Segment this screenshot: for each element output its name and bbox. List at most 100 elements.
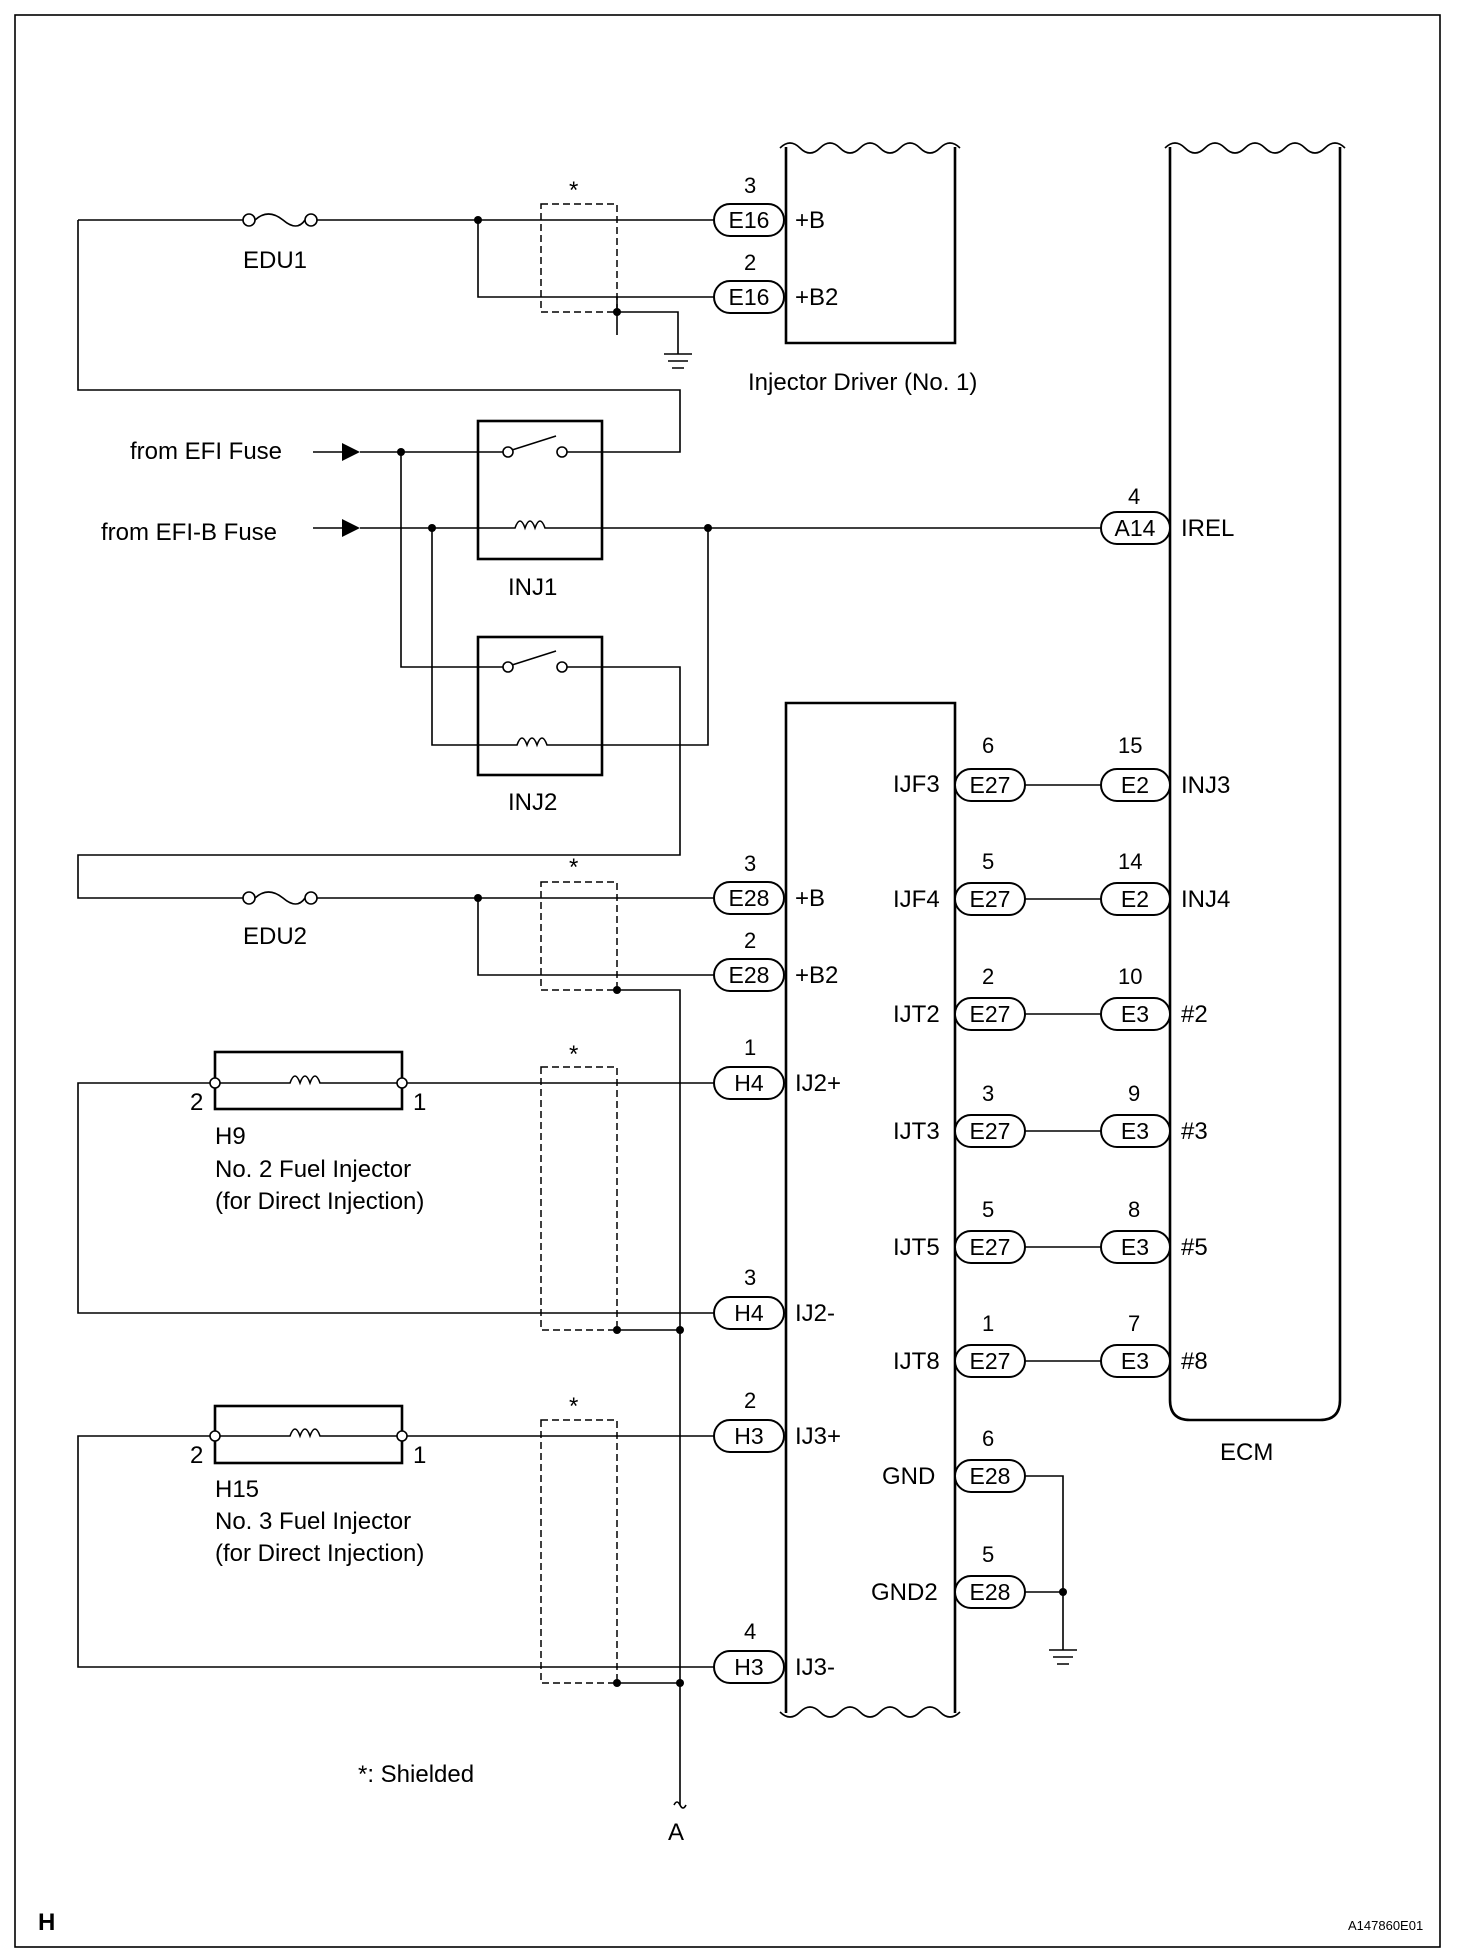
edu2-fuse-label: EDU2: [243, 923, 307, 950]
svg-text:E16: E16: [729, 284, 770, 310]
shielded-wire-h15: [540, 1419, 618, 1684]
svg-text:IJF3: IJF3: [893, 771, 940, 798]
svg-text:+B2: +B2: [795, 962, 838, 989]
wire-break-symbol: [673, 1801, 687, 1809]
svg-text:E27: E27: [970, 1348, 1011, 1374]
connector-e16-pin3: 3 E16 +B: [713, 173, 825, 237]
svg-text:E27: E27: [970, 886, 1011, 912]
gnd-wiring: [1025, 1475, 1064, 1650]
junction-dot: [704, 524, 712, 532]
svg-text:4: 4: [1128, 484, 1140, 509]
edu2-fuse: [242, 891, 318, 905]
svg-text:E27: E27: [970, 772, 1011, 798]
connector-e28-pin3: 3 E28 +B: [713, 851, 825, 915]
injector-driver-2-box: [779, 701, 961, 1718]
svg-text:IJ3-: IJ3-: [795, 1654, 835, 1681]
svg-text:E27: E27: [970, 1234, 1011, 1260]
connector-h3-pin2: 2 H3 IJ3+: [713, 1388, 841, 1453]
svg-text:IJT2: IJT2: [893, 1001, 940, 1028]
injector-h15-name: No. 3 Fuel Injector: [215, 1508, 411, 1535]
svg-text:INJ4: INJ4: [1181, 886, 1230, 913]
svg-text:IJT5: IJT5: [893, 1234, 940, 1261]
h9-wiring: [77, 1082, 714, 1331]
svg-text:GND2: GND2: [871, 1579, 938, 1606]
svg-text:E2: E2: [1121, 886, 1149, 912]
svg-text:5: 5: [982, 1542, 994, 1567]
connector-e16-pin2: 2 E16 +B2: [713, 250, 838, 314]
svg-text:GND: GND: [882, 1463, 935, 1490]
injector-h9-name: No. 2 Fuel Injector: [215, 1156, 411, 1183]
svg-text:E27: E27: [970, 1001, 1011, 1027]
efi-fuse-label: from EFI Fuse: [130, 438, 282, 465]
row-ijt5-5: IJT5 5 E27 8 E3 #5: [893, 1197, 1208, 1264]
junction-dot: [428, 524, 436, 532]
svg-text:IJT8: IJT8: [893, 1348, 940, 1375]
edu1-fuse-label: EDU1: [243, 247, 307, 274]
svg-text:#5: #5: [1181, 1234, 1208, 1261]
svg-text:5: 5: [982, 1197, 994, 1222]
injector-h15-note: (for Direct Injection): [215, 1540, 424, 1567]
svg-text:3: 3: [982, 1081, 994, 1106]
junction-dot: [474, 894, 482, 902]
injector-h15-pin-right: 1: [413, 1442, 426, 1469]
junction-dot: [676, 1326, 684, 1334]
svg-text:INJ3: INJ3: [1181, 772, 1230, 799]
svg-text:+B: +B: [795, 885, 825, 912]
junction-dot: [613, 1326, 621, 1334]
junction-dot: [613, 1679, 621, 1687]
row-gnd: GND 6 E28: [882, 1426, 1026, 1493]
connector-h3-pin4: 4 H3 IJ3-: [713, 1619, 835, 1684]
svg-text:#3: #3: [1181, 1118, 1208, 1145]
row-gnd2: GND2 5 E28: [871, 1542, 1026, 1609]
injector-driver-1-box: [779, 142, 961, 345]
injector-h15-code: H15: [215, 1476, 259, 1503]
svg-text:8: 8: [1128, 1197, 1140, 1222]
svg-text:1: 1: [744, 1035, 756, 1060]
svg-text:3: 3: [744, 851, 756, 876]
svg-text:E3: E3: [1121, 1118, 1149, 1144]
svg-text:IJ2+: IJ2+: [795, 1070, 841, 1097]
row-ijt8-8: IJT8 1 E27 7 E3 #8: [893, 1311, 1208, 1378]
svg-text:A14: A14: [1115, 515, 1156, 541]
shield-mark: *: [569, 177, 578, 204]
inj1-relay-label: INJ1: [508, 574, 557, 601]
shielded-wire-edu2: [540, 881, 618, 991]
svg-text:H4: H4: [734, 1070, 764, 1096]
svg-text:9: 9: [1128, 1081, 1140, 1106]
injector-h9-pin-right: 1: [413, 1089, 426, 1116]
shield-mark: *: [569, 1041, 578, 1068]
junction-dot: [676, 1679, 684, 1687]
connector-h4-pin1: 1 H4 IJ2+: [713, 1035, 841, 1100]
svg-text:E28: E28: [970, 1463, 1011, 1489]
svg-text:E28: E28: [729, 962, 770, 988]
inj2-relay-label: INJ2: [508, 789, 557, 816]
shielded-wire-h9: [540, 1066, 618, 1331]
svg-text:E3: E3: [1121, 1234, 1149, 1260]
ground-symbol: [1049, 1649, 1077, 1665]
figure-id: A147860E01: [1348, 1918, 1423, 1933]
injector-h9-pin-left: 2: [190, 1089, 203, 1116]
injector-h15: [209, 1404, 408, 1465]
junction-dot: [397, 448, 405, 456]
svg-text:6: 6: [982, 733, 994, 758]
svg-text:IJ3+: IJ3+: [795, 1423, 841, 1450]
ecm-label: ECM: [1220, 1439, 1273, 1466]
junction-dot: [474, 216, 482, 224]
svg-text:E2: E2: [1121, 772, 1149, 798]
injector-h15-pin-left: 2: [190, 1442, 203, 1469]
shield-mark: *: [569, 1393, 578, 1420]
page-corner-letter: H: [38, 1909, 55, 1936]
ground-symbol: [664, 344, 692, 369]
edu1-fuse: [242, 213, 318, 227]
inj1-relay: [476, 419, 604, 561]
efi-fuse-arrow: [313, 443, 360, 461]
connector-e28-pin2: 2 E28 +B2: [713, 928, 838, 992]
row-ijf3-inj3: IJF3 6 E27 15 E2 INJ3: [893, 733, 1230, 802]
efi-b-fuse-arrow: [313, 519, 360, 537]
svg-text:+B2: +B2: [795, 284, 838, 311]
page-frame: [14, 14, 1441, 1948]
ecm-box: [1164, 142, 1346, 1422]
inj2-relay: [476, 635, 604, 777]
row-ijf4-inj4: IJF4 5 E27 14 E2 INJ4: [893, 849, 1230, 916]
